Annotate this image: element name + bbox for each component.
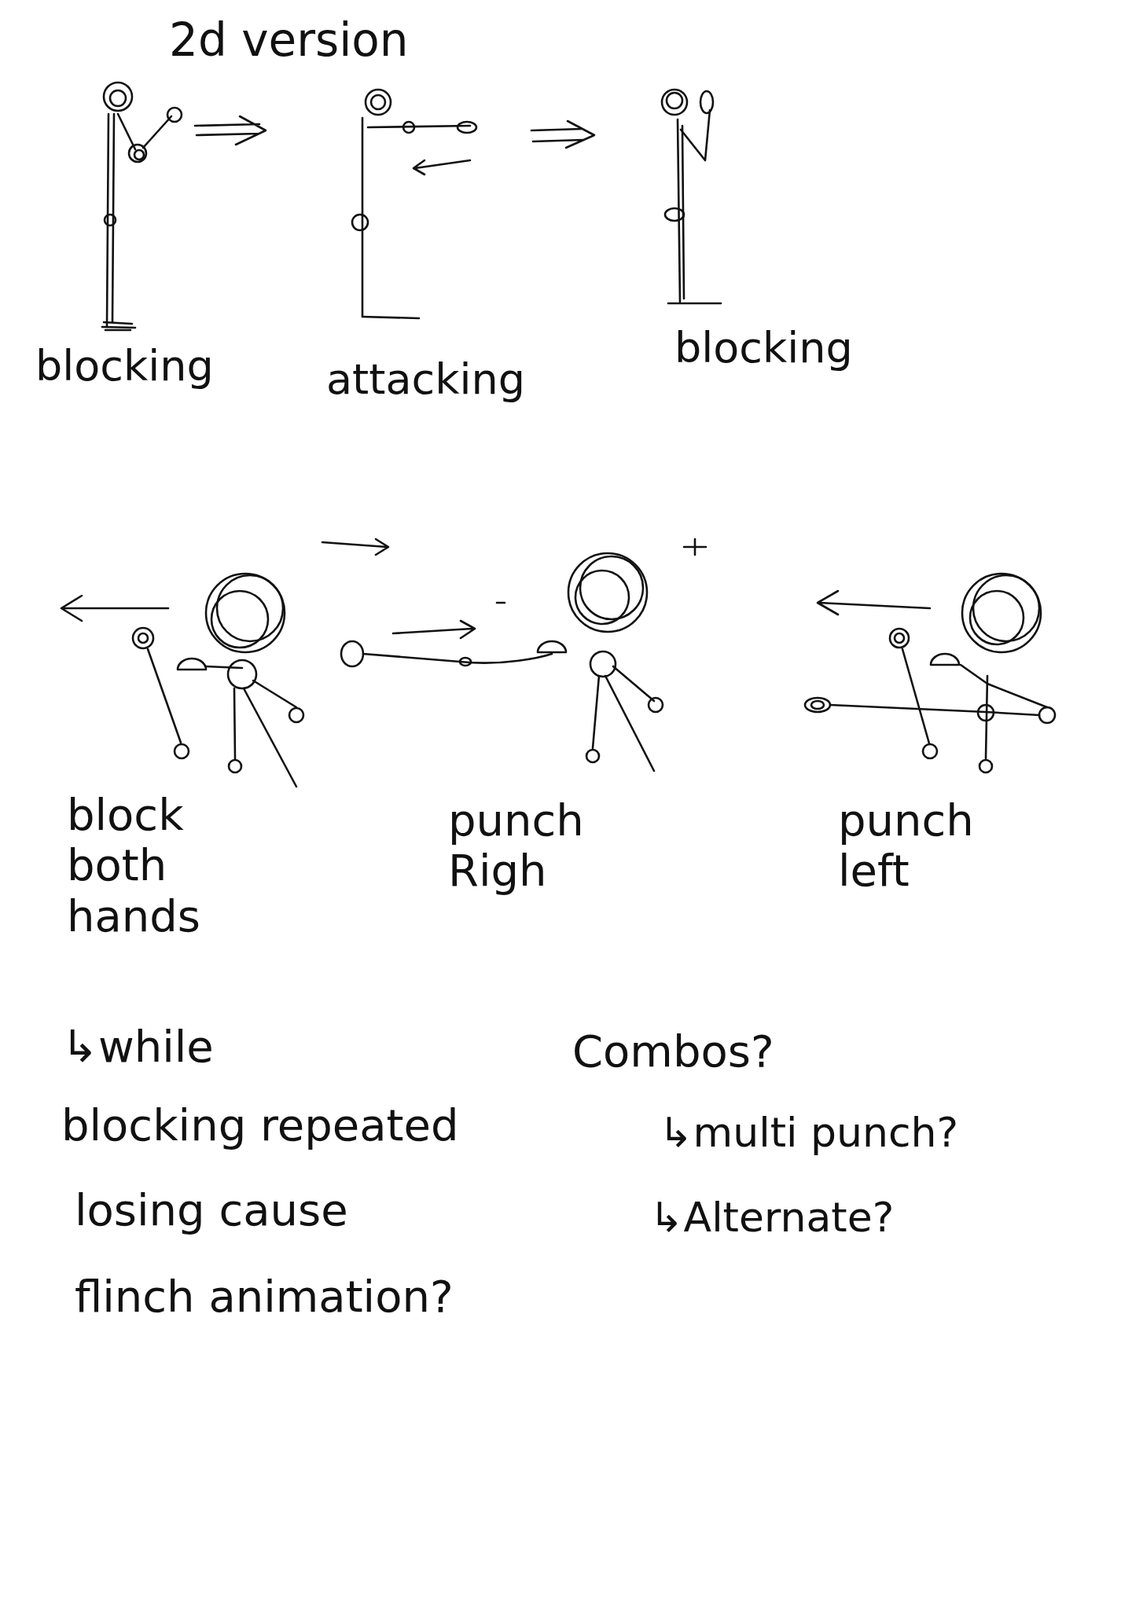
punch-left-figure [804,573,1055,773]
punch-right-figure [341,539,706,772]
sketch-note: ↳Alternate? [649,1194,894,1243]
sketch-note: attacking [326,355,526,405]
sketch-note: blocking [35,341,214,391]
sketch-title: 2d version [169,14,409,67]
sketch-note: punch left [837,795,980,897]
sketch-note: ↳multi punch? [658,1109,959,1158]
attacking-figure [352,89,595,319]
sketch-note: losing cause [74,1185,349,1236]
sketch-note: Combos? [572,1026,775,1077]
blocking-figure [661,89,721,304]
sketch-note: blocking repeated [61,1100,460,1151]
sketch-note: flinch animation? [74,1271,454,1323]
blocking-figure [102,82,266,331]
block-both-hands-figure [61,539,389,787]
sketch-note: blocking [674,323,853,373]
sketch-note: punch Righ [448,795,606,897]
sketch-note: ↳while [61,1021,214,1073]
sketch-note: block both hands [66,790,248,942]
